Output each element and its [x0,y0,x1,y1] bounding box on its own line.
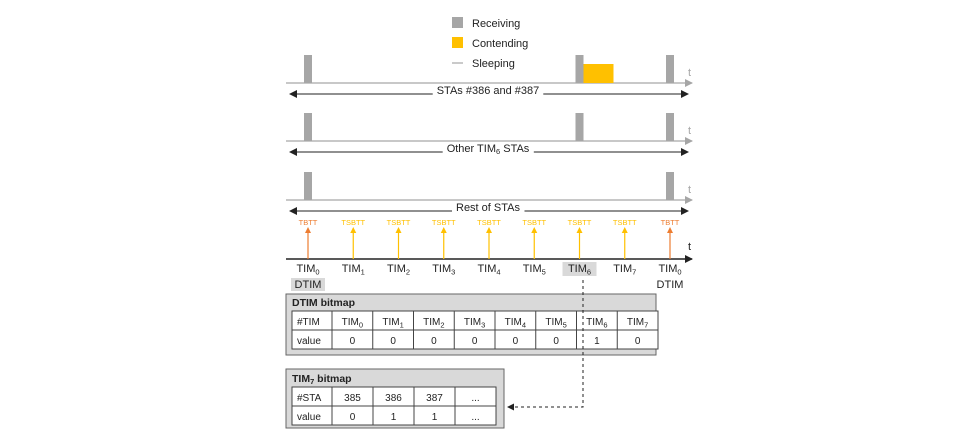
tim7-bitmap-title: TIM7 bitmap [292,373,352,386]
dtim-header-0: TIM0 [342,317,363,330]
legend-contending-label: Contending [472,38,528,50]
station-timelines: t t t [286,55,693,215]
tim7-value-2: 1 [432,412,438,423]
beacon-marker-3-arrowhead [440,227,447,233]
dtim-header-3: TIM3 [464,317,485,330]
receive-bar-slot-6 [575,113,584,141]
tim7-header-1: 386 [385,393,402,404]
dtim-value-3: 0 [472,336,478,347]
tim6-to-bitmap-connector [507,280,584,411]
timeline-1-label-background [432,84,544,98]
dtim-header-2: TIM2 [423,317,444,330]
tim7-header-2: 387 [426,393,443,404]
tim-label-2: TIM2 [387,263,410,277]
dtim-header-label: #TIM [297,317,320,328]
beacon-marker-0-type: TBTT [299,218,318,227]
beacon-marker-5-type: TSBTT [522,218,546,227]
tim7-header-label: #STA [297,393,322,404]
beacon-marker-2-arrowhead [395,227,402,233]
dtim-value-2: 0 [431,336,437,347]
receive-bar-slot-6 [575,55,584,83]
tim-label-7: TIM7 [613,263,636,277]
receive-bar-slot-0 [304,113,312,141]
tim7-value-0: 0 [350,412,356,423]
dtim-header-4: TIM4 [505,317,526,330]
beacon-marker-7-arrowhead [621,227,628,233]
dtim-header-1: TIM1 [382,317,403,330]
beacon-marker-1-arrowhead [350,227,357,233]
dtim-value-1: 0 [390,336,396,347]
beacon-marker-5-arrowhead [531,227,538,233]
tim7-header-3: ... [471,393,479,404]
tim-label-6-highlight [562,262,597,276]
dtim-bitmap-panel: DTIM bitmap #TIM value TIM0 0 TIM1 0 TIM2 0 TIM3… [285,293,659,356]
legend-contending-swatch [452,37,463,48]
receive-bar-slot-0 [304,55,312,83]
dtim-value-0: 0 [350,336,356,347]
tim-label-1: TIM1 [342,263,365,277]
tim7-value-1: 1 [391,412,397,423]
tim-label-0-extra-highlight [291,278,325,291]
tim7-value-3: ... [471,412,479,423]
timeline-1-axis-label: t [688,67,691,79]
beacon-marker-8-arrowhead [667,227,673,233]
tim-label-4: TIM4 [477,263,500,277]
legend-sleeping-label: Sleeping [472,58,515,70]
dtim-bitmap-table: #TIM value TIM0 0 TIM1 0 TIM2 0 TIM3 0 TIM4 0 TIM5 0 T… [291,310,659,350]
tim-label-8: TIM0 [658,263,681,277]
beacon-axis: t TBTT TSBTT TSBTT TSBTT TSBTT TSBTT TSBTT TSBTT… [286,218,693,291]
timeline-3-axis-label: t [688,184,691,196]
beacon-marker-6-arrowhead [576,227,583,233]
tim7-bitmap-table: #STA value 385 0 386 1 387 1...... [291,386,497,426]
dtim-value-6: 1 [594,336,600,347]
dtim-value-5: 0 [553,336,559,347]
receive-bar-slot-8 [666,113,674,141]
timeline-2-axis-label: t [688,125,691,137]
legend: Receiving Contending Sleeping [452,17,528,70]
tim-label-6: TIM6 [568,263,591,277]
legend-receiving-label: Receiving [472,18,520,30]
beacon-marker-2-type: TSBTT [387,218,411,227]
dtim-bitmap-title: DTIM bitmap [292,297,355,309]
dtim-value-7: 0 [635,336,641,347]
dtim-row-label: value [297,336,321,347]
tim7-row-label: value [297,412,321,423]
beacon-marker-8-type: TBTT [661,218,680,227]
beacon-marker-3-type: TSBTT [432,218,456,227]
beacon-marker-4-type: TSBTT [477,218,501,227]
beacon-marker-7-type: TSBTT [613,218,637,227]
tim7-header-0: 385 [344,393,361,404]
timeline-1-label: STAs #386 and #387 [437,85,540,97]
tim-label-3: TIM3 [432,263,455,277]
receive-bar-slot-8 [666,55,674,83]
dtim-header-6: TIM6 [586,317,607,330]
legend-receiving-swatch [452,17,463,28]
contend-bar-slot-6 [583,64,614,83]
receive-bar-slot-0 [304,172,312,200]
timeline-3-label: Rest of STAs [456,202,520,214]
dtim-header-5: TIM5 [545,317,566,330]
tim-label-0: TIM0 [296,263,319,277]
tim7-bitmap-panel: TIM7 bitmap #STA value 385 0 386 1 387 1...... [285,368,505,429]
beacon-marker-1-type: TSBTT [341,218,365,227]
receive-bar-slot-8 [666,172,674,200]
timeline-2-label: Other TIM6 STAs [447,143,530,156]
timeline-2-label-background [442,142,534,157]
tim-label-0-dtim: DTIM [295,279,322,291]
beacon-marker-4-arrowhead [486,227,492,233]
beacon-marker-0-arrowhead [305,227,311,233]
timeline-3-label-background [452,201,525,215]
tim-label-8-dtim: DTIM [657,279,684,291]
beacon-axis-label: t [688,241,691,253]
dtim-header-7: TIM7 [627,317,648,330]
dtim-value-4: 0 [513,336,519,347]
timeline-span-labels: STAs #386 and #387 Other TIM6 STAs Rest … [432,84,544,215]
tim-label-5: TIM5 [523,263,546,277]
beacon-marker-6-type: TSBTT [568,218,592,227]
